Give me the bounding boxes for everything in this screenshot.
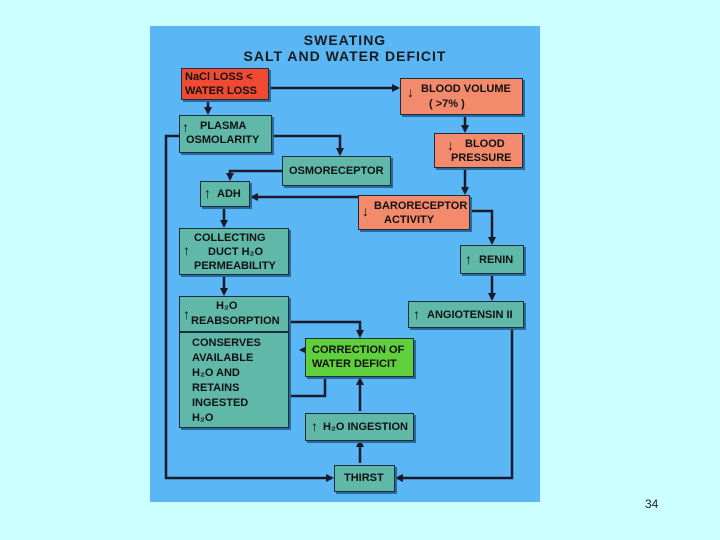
box-adh: ↑ ADH xyxy=(200,181,250,207)
arrow-angiotensin-to-thirst xyxy=(395,328,514,482)
flow-arrows xyxy=(164,84,514,482)
box-blood-pressure: ↓ BLOOD PRESSURE xyxy=(434,133,523,168)
box-baroreceptor-activity: ↓ BARORECEPTOR ACTIVITY xyxy=(358,195,470,230)
box-conserves-water: CONSERVES AVAILABLE H₂O AND RETAINS INGE… xyxy=(179,332,289,428)
arrow-osmoreceptor-to-adh xyxy=(226,169,282,181)
arrow-plasma-to-osmoreceptor xyxy=(272,134,344,156)
box-h2o-ingestion: ↑ H₂O INGESTION xyxy=(305,413,414,441)
arrow-plasma-to-thirst xyxy=(164,134,334,482)
box-thirst: THIRST xyxy=(334,465,395,492)
diagram-panel: SWEATING SALT AND WATER DEFICIT xyxy=(150,26,540,502)
up-arrow-icon: ↑ xyxy=(465,251,472,267)
box-correction-water-deficit: CORRECTION OF WATER DEFICIT xyxy=(305,338,414,377)
down-arrow-icon: ↓ xyxy=(447,137,454,153)
up-arrow-icon: ↑ xyxy=(311,418,318,434)
up-arrow-icon: ↑ xyxy=(182,119,189,135)
down-arrow-icon: ↓ xyxy=(407,84,414,100)
box-osmoreceptor: OSMORECEPTOR xyxy=(282,156,391,186)
diagram-title-line1: SWEATING xyxy=(303,32,387,48)
arrow-baroreceptor-to-renin xyxy=(470,209,496,245)
up-arrow-icon: ↑ xyxy=(183,242,190,258)
up-arrow-icon: ↑ xyxy=(204,185,211,201)
box-collecting-duct: ↑ COLLECTING DUCT H₂O PERMEABILITY xyxy=(179,228,289,275)
up-arrow-icon: ↑ xyxy=(413,306,420,322)
diagram-title-line2: SALT AND WATER DEFICIT xyxy=(243,48,447,64)
box-angiotensin-ii: ↑ ANGIOTENSIN II xyxy=(408,301,524,328)
page-number: 34 xyxy=(645,497,659,511)
up-arrow-icon: ↑ xyxy=(183,306,190,322)
down-arrow-icon: ↓ xyxy=(362,203,369,219)
box-h2o-reabsorption: ↑ H₂O REABSORPTION xyxy=(179,296,289,332)
box-nacl-loss: NaCl LOSS < WATER LOSS xyxy=(181,68,269,100)
box-plasma-osmolarity: ↑ PLASMA OSMOLARITY xyxy=(179,115,272,153)
box-blood-volume: ↓ BLOOD VOLUME ( >7% ) xyxy=(400,78,523,115)
arrow-reabsorption-to-correction xyxy=(290,320,364,338)
box-renin: ↑ RENIN xyxy=(460,245,524,274)
